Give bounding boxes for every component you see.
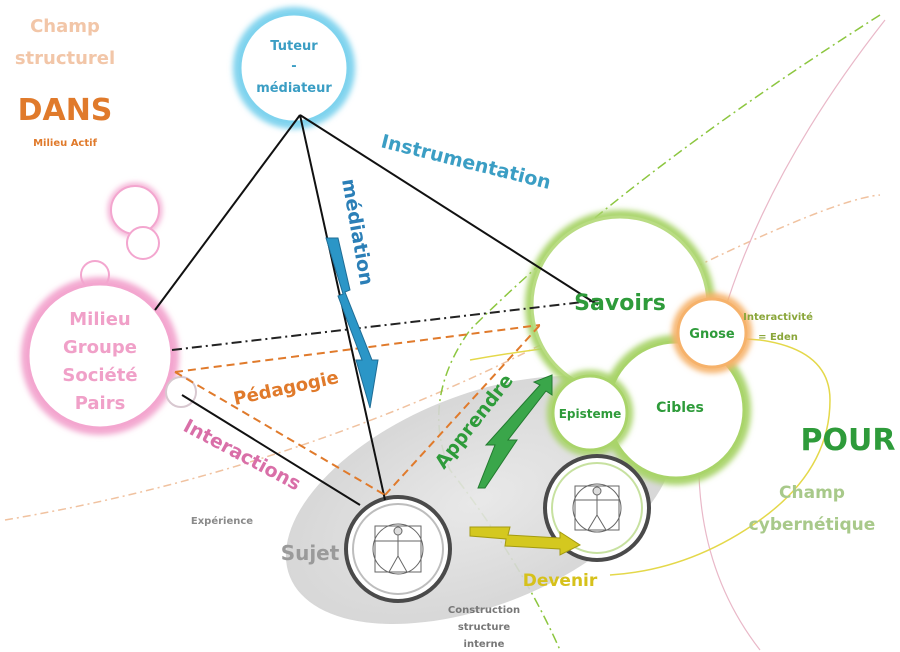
champ-structurel-line1: Champ (30, 16, 100, 37)
construction-line2: structure (458, 622, 511, 633)
vitruvian-figure-devenir (572, 483, 622, 533)
milieu-actif-label: Milieu Actif (33, 138, 97, 149)
sujet-label: Sujet (281, 541, 340, 565)
orange-dash-curve (4, 194, 881, 521)
gnose-label: Gnose (689, 327, 735, 342)
pink-bubble-1b (110, 185, 160, 235)
apprendre-arrow (477, 374, 553, 489)
interactivite-line1: Interactivité (743, 311, 813, 323)
champ-cyber-line2: cybernétique (749, 515, 876, 535)
milieu-line4: Pairs (75, 393, 126, 414)
gnose-circle (676, 297, 748, 369)
champ-structurel-line2: structurel (15, 48, 115, 69)
interactivite-line2: = Eden (758, 332, 798, 343)
pour-label: POUR (801, 423, 896, 458)
devenir-label: Devenir (523, 571, 598, 591)
savoirs-label: Savoirs (574, 291, 666, 316)
episteme-circle (551, 374, 629, 452)
construction-line3: interne (464, 639, 505, 650)
dans-label: DANS (18, 93, 113, 128)
milieu-savoirs-dashdot (171, 299, 601, 351)
milieu-circle-glow (21, 277, 179, 435)
mediation-arrow (325, 237, 379, 409)
episteme-label: Episteme (559, 407, 622, 421)
pedagogie-label: Pédagogie (232, 367, 341, 410)
devenir-circle-inner (551, 462, 643, 554)
vitruvian-figure-sujet (372, 523, 424, 575)
tuteur-line3: médiateur (256, 81, 332, 96)
cibles-label: Cibles (656, 400, 704, 416)
sujet-circle-inner (352, 503, 444, 595)
champ-cyber-line1: Champ (779, 483, 845, 503)
pink-bubble-2 (126, 226, 160, 260)
construction-line1: Construction (448, 605, 520, 616)
devenir-arrow (469, 526, 582, 556)
experience-label: Expérience (191, 515, 253, 527)
tuteur-line1: Tuteur (270, 39, 318, 54)
instrumentation-label: Instrumentation (379, 131, 553, 194)
tuteur-line2: - (291, 59, 296, 74)
pyramid-edges (154, 114, 599, 506)
milieu-line3: Société (62, 365, 137, 386)
milieu-circle (26, 282, 174, 430)
episteme-circle-glow (547, 370, 633, 456)
milieu-line2: Groupe (63, 337, 137, 358)
milieu-line1: Milieu (69, 309, 130, 330)
gnose-circle-glow (672, 293, 752, 373)
interactions-label: Interactions (180, 415, 305, 495)
